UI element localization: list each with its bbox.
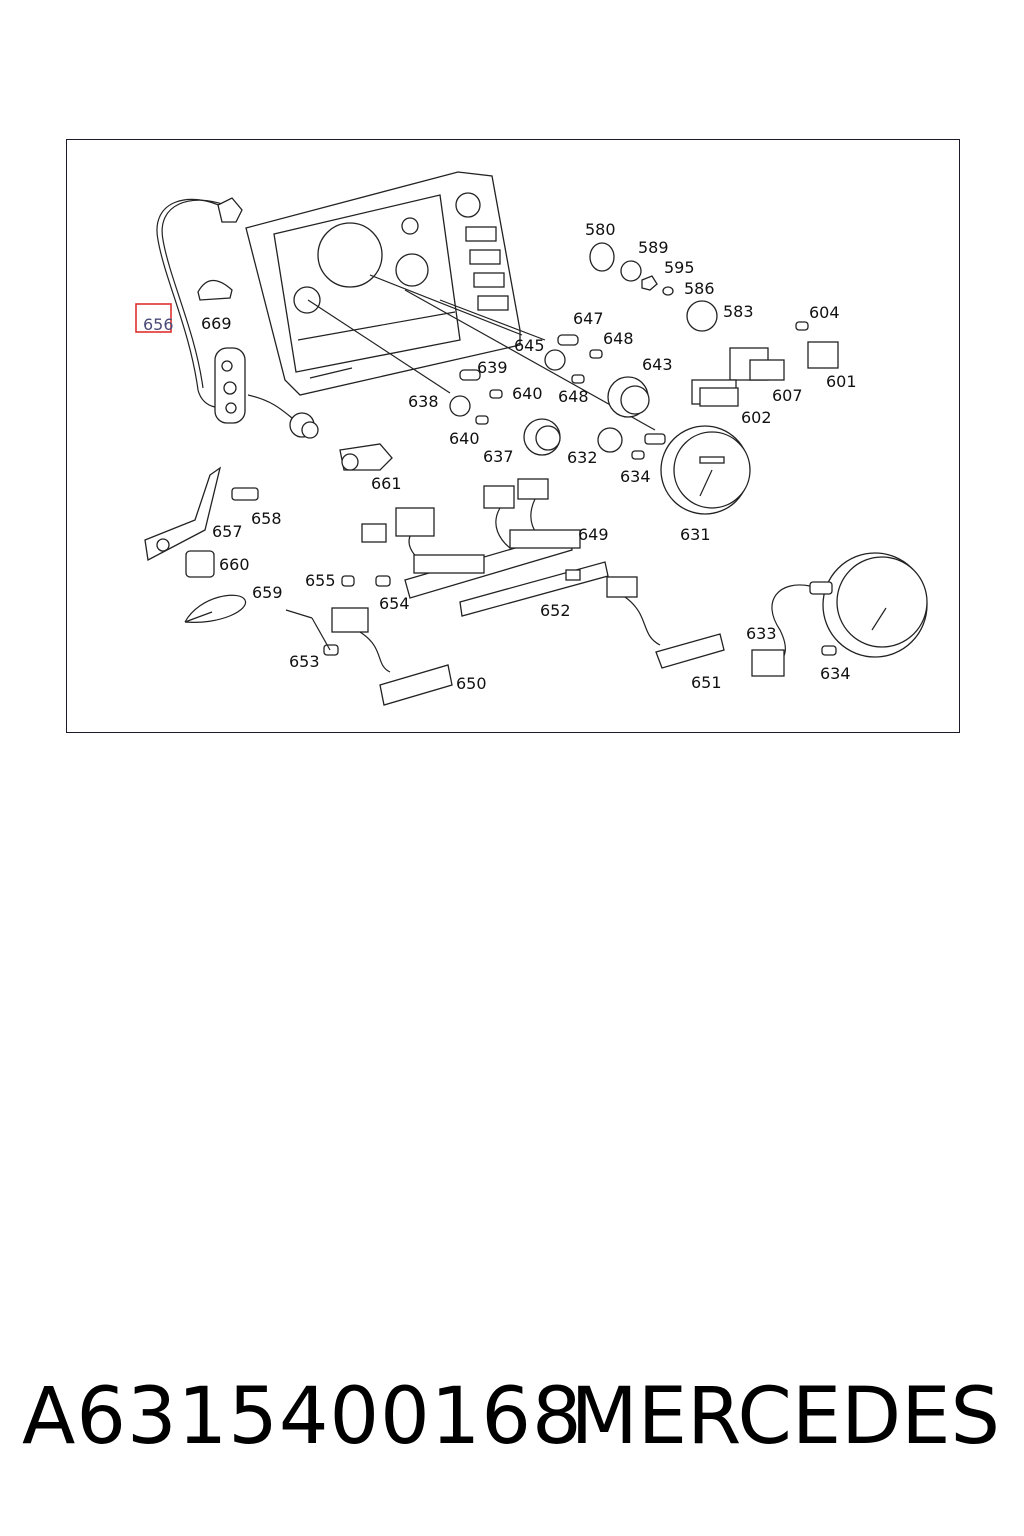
callout-647: 647: [573, 309, 604, 328]
callout-633: 633: [746, 624, 777, 643]
callout-655: 655: [305, 571, 336, 590]
callout-658: 658: [251, 509, 282, 528]
diagram-frame: [66, 139, 960, 733]
callout-583: 583: [723, 302, 754, 321]
callout-637: 637: [483, 447, 514, 466]
bulbs-and-gauges: [339, 334, 650, 471]
callout-640-top: 640: [512, 384, 543, 403]
callout-580: 580: [585, 220, 616, 239]
speedometer-cable: [156, 197, 319, 439]
callout-653: 653: [289, 652, 320, 671]
callout-661: 661: [371, 474, 402, 493]
instrument-cluster-housing: [245, 171, 521, 396]
callout-631: 631: [680, 525, 711, 544]
brand-name: MERCEDES: [570, 1372, 1001, 1462]
callout-638: 638: [408, 392, 439, 411]
exploded-parts-diagram: 580 589 595 586 583 604 601 607 602 647 …: [135, 171, 928, 706]
secondary-gauge: [751, 552, 928, 677]
callout-634-bottom: 634: [820, 664, 851, 683]
callout-660: 660: [219, 555, 250, 574]
callout-601: 601: [826, 372, 857, 391]
callout-657: 657: [212, 522, 243, 541]
highlight-box: [135, 303, 172, 333]
callout-649: 649: [578, 525, 609, 544]
callout-586: 586: [684, 279, 715, 298]
callout-labels: 580 589 595 586 583 604 601 607 602 647 …: [143, 220, 857, 693]
callout-652: 652: [540, 601, 571, 620]
callout-643: 643: [642, 355, 673, 374]
callout-607: 607: [772, 386, 803, 405]
callout-648-top: 648: [603, 329, 634, 348]
callout-589: 589: [638, 238, 669, 257]
callout-650: 650: [456, 674, 487, 693]
main-gauge: [644, 425, 751, 515]
callout-595: 595: [664, 258, 695, 277]
part-number: A6315400168: [22, 1372, 583, 1462]
wiring-harnesses: [285, 478, 725, 706]
callout-639: 639: [477, 358, 508, 377]
callout-632: 632: [567, 448, 598, 467]
callout-640-bottom: 640: [449, 429, 480, 448]
bracket-parts: [144, 466, 259, 623]
callout-645: 645: [514, 336, 545, 355]
callout-602: 602: [741, 408, 772, 427]
callout-634-top: 634: [620, 467, 651, 486]
indicator-parts: [589, 242, 839, 407]
callout-656: 656: [143, 315, 174, 334]
callout-654: 654: [379, 594, 410, 613]
callout-604: 604: [809, 303, 840, 322]
callout-651: 651: [691, 673, 722, 692]
callout-659: 659: [252, 583, 283, 602]
callout-669: 669: [201, 314, 232, 333]
callout-648-bottom: 648: [558, 387, 589, 406]
